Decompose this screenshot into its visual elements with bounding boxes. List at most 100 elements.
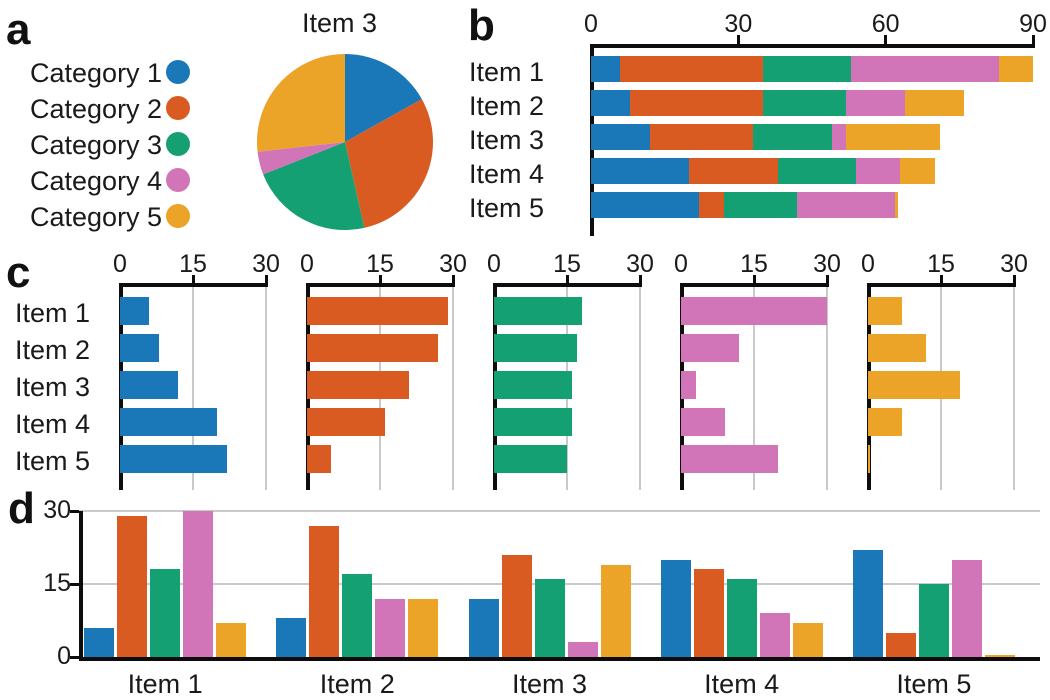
panel-c-sp1-xtick-15: 15 [179,250,207,278]
panel-b-segment-r3-c5 [846,124,940,150]
panel-d-grid-30 [79,510,1040,512]
panel-b-segment-r4-c4 [856,158,901,184]
panel-c-sp4-bar-2 [681,334,740,362]
panel-b-xaxis [591,44,1035,48]
panel-b-segment-r1-c1 [591,56,621,82]
legend-swatch-2 [166,96,190,120]
panel-d-tick-30 [70,509,79,513]
panel-d-bar-g3-s1 [468,598,499,657]
pie-slice-2 [345,99,433,228]
legend-label-5: Category 5 [30,202,163,232]
panel-c-sp2-xtick-0: 0 [300,250,314,278]
panel-c-sp4-bar-5 [681,445,779,473]
legend-swatch-3 [166,132,190,156]
panel-c-sp2-xaxis [307,283,455,287]
panel-c-sp5-xaxis [868,283,1016,287]
panel-c-sp1-xaxis [120,283,268,287]
panel-b-segment-r3-c2 [649,124,754,150]
panel-d-bar-g5-s4 [951,559,982,657]
legend-swatch-1 [166,60,190,84]
panel-b-segment-r3-c3 [753,124,832,150]
legend-swatch-5 [166,204,190,228]
panel-c-sp5-xtick-15: 15 [927,250,955,278]
panel-b-tick-90 [1031,35,1035,44]
panel-c-sp3-bar-5 [494,445,567,473]
panel-d-xaxis [79,657,1040,661]
panel-c-sp1-bar-1 [120,297,150,325]
panel-b-item-label-3: Item 3 [469,125,545,155]
panel-c-sp5-grid-30 [1013,283,1015,490]
panel-b-segment-r1-c5 [998,56,1033,82]
panel-b-item-label-1: Item 1 [469,57,545,87]
panel-d-bar-g1-s2 [117,515,148,657]
panel-b-segment-r4-c5 [900,158,935,184]
panel-c-sp3-xtick-15: 15 [553,250,581,278]
panel-c-sp2-grid-30 [452,283,454,490]
panel-c-sp3-tick-30 [638,275,642,283]
pie-slice-1 [345,54,422,142]
panel-c-sp4-xtick-0: 0 [674,250,688,278]
panel-b-segment-r2-c2 [630,90,763,116]
panel-d-ytick-0: 0 [57,642,71,670]
panel-c-sp3-bar-4 [494,408,572,436]
panel-b-segment-r2-c4 [846,90,906,116]
legend-swatch-4 [166,168,190,192]
panel-b-tick-30 [736,35,740,44]
panel-b-segment-r5-c3 [723,192,798,218]
panel-d-group-label-1: Item 1 [127,669,203,699]
panel-b-segment-r2-c1 [591,90,631,116]
panel-d-bar-g2-s3 [342,574,373,657]
legend-label-4: Category 4 [30,166,163,196]
panel-c-sp3-bar-2 [494,334,577,362]
panel-c-sp4-grid-30 [826,283,828,490]
panel-c-sp2-tick-15 [378,275,382,283]
panel-c-item-label-5: Item 5 [15,446,91,476]
panel-b-segment-r3-c4 [831,124,847,150]
panel-b-segment-r1-c2 [620,56,763,82]
legend-label-3: Category 3 [30,130,163,160]
panel-d-bar-g5-s1 [852,549,883,657]
panel-c-item-label-1: Item 1 [15,298,91,328]
panel-c-sp4-xtick-30: 30 [813,250,841,278]
legend-label-1: Category 1 [30,58,163,88]
panel-b-letter: b [468,1,495,50]
panel-c-sp5-bar-2 [868,334,927,362]
panel-b-item-label-2: Item 2 [469,91,545,121]
panel-c-sp5-bar-1 [868,297,903,325]
panel-d-bar-g4-s4 [759,613,790,657]
panel-d-bar-g4-s3 [726,579,757,657]
pie-slice-4 [257,142,345,175]
panel-c-sp1-bar-4 [120,408,218,436]
panel-b-tick-60 [884,35,888,44]
panel-d-yaxis [79,511,83,660]
panel-c-sp1-tick-15 [191,275,195,283]
panel-c-sp2-bar-3 [307,371,410,399]
panel-c-sp5-tick-15 [939,275,943,283]
panel-c-sp4-xtick-15: 15 [740,250,768,278]
panel-c-sp5-bar-3 [868,371,961,399]
panel-b-segment-r3-c1 [591,124,650,150]
pie-slice-3 [263,142,365,230]
panel-c-sp2-bar-2 [307,334,439,362]
panel-b-segment-r4-c1 [591,158,690,184]
panel-c-sp4-tick-15 [752,275,756,283]
panel-c-sp3-bar-3 [494,371,572,399]
panel-d-ytick-30: 30 [43,496,71,524]
panel-c-sp3-tick-15 [565,275,569,283]
panel-c-sp4-bar-3 [681,371,696,399]
panel-b-item-label-5: Item 5 [469,193,545,223]
panel-d-bar-g5-s5 [984,654,1015,657]
panel-c-sp3-xaxis [494,283,642,287]
panel-d-tick-0 [70,655,79,659]
panel-b-item-label-4: Item 4 [469,159,545,189]
panel-c-sp3-bar-1 [494,297,582,325]
panel-c-letter: c [6,248,31,297]
panel-b-segment-r5-c4 [797,192,896,218]
panel-b-segment-r4-c2 [689,158,778,184]
panel-c-sp2-xtick-30: 30 [439,250,467,278]
panel-a-letter: a [6,5,31,54]
panel-d-group-label-2: Item 2 [319,669,395,699]
panel-d-bar-g3-s2 [501,554,532,657]
